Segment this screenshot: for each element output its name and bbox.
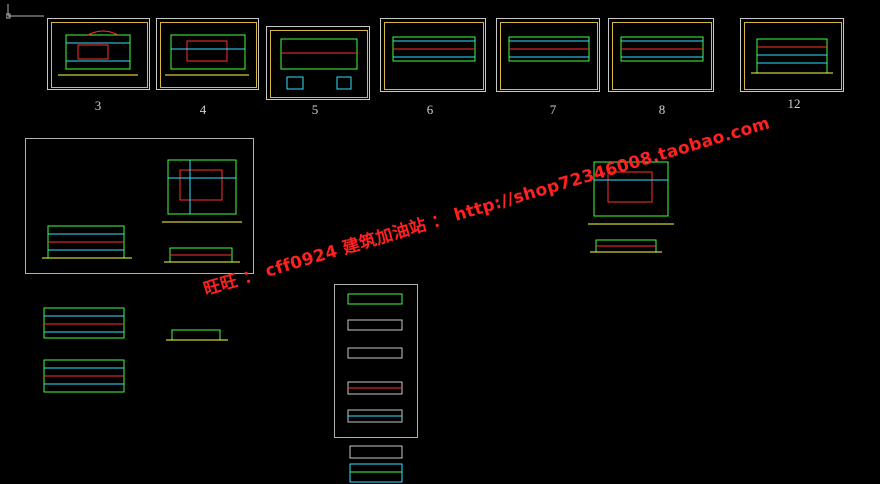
- sheet-number-7: 7: [549, 102, 557, 117]
- sheet-6[interactable]: [380, 18, 486, 92]
- sheet-7[interactable]: [496, 18, 600, 92]
- elevation-lower-2[interactable]: [40, 356, 130, 398]
- sheet-number-4: 4: [199, 102, 207, 117]
- sheet-number-6: 6: [426, 102, 434, 117]
- sheet-number-8: 8: [658, 102, 666, 117]
- floor-plan-left[interactable]: [160, 152, 244, 232]
- ucs-axis-icon: [6, 4, 44, 19]
- sheet-number-5: 5: [311, 102, 319, 117]
- elevation-lower-1[interactable]: [40, 304, 130, 344]
- sheet-8[interactable]: [608, 18, 714, 92]
- floor-plan-right[interactable]: [586, 152, 678, 236]
- sheet-8-plan-icon: [620, 36, 704, 62]
- elevation-strip-drawings[interactable]: [336, 286, 416, 436]
- sheet-3-plan-icon: [58, 30, 138, 76]
- section-lower[interactable]: [166, 326, 228, 344]
- elevation-bottom[interactable]: [344, 442, 408, 484]
- sheet-5-plan-icon: [280, 38, 358, 90]
- sheet-12-elevation-icon: [751, 38, 833, 74]
- sheet-4[interactable]: [156, 18, 259, 90]
- sheet-3[interactable]: [47, 18, 150, 90]
- viewport-frame-left[interactable]: [25, 138, 254, 274]
- sheet-4-plan-icon: [165, 34, 249, 76]
- sheet-6-plan-icon: [392, 36, 476, 62]
- sheet-number-3: 3: [94, 98, 102, 113]
- elevation-right[interactable]: [588, 236, 664, 256]
- sheet-12[interactable]: [740, 18, 844, 92]
- watermark-text: 旺旺 ： cff0924 建筑加油站 ： http://shop72346008…: [201, 113, 773, 300]
- elevation-left-1[interactable]: [42, 220, 132, 264]
- sheet-5[interactable]: [266, 26, 370, 100]
- sheet-7-plan-icon: [508, 36, 590, 62]
- sheet-number-12: 12: [787, 96, 801, 111]
- elevation-strip-frame[interactable]: [334, 284, 418, 438]
- elevation-left-2[interactable]: [164, 244, 240, 266]
